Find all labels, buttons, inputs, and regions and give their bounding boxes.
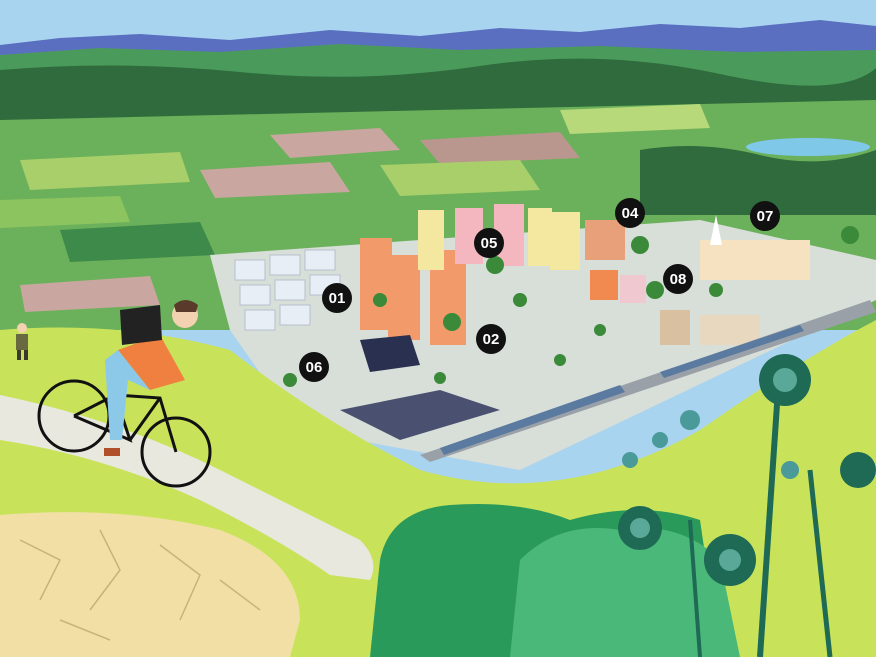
rock-cracks xyxy=(19,529,261,641)
marker-04-label: 04 xyxy=(622,205,639,222)
field-pink-1 xyxy=(270,128,400,158)
solar-roofs xyxy=(340,335,500,440)
field-pink-3 xyxy=(420,132,580,164)
marker-07-label: 07 xyxy=(757,208,774,225)
town-trees xyxy=(283,226,859,387)
cracked-rock xyxy=(0,512,300,657)
bike-path xyxy=(0,395,374,580)
marker-06[interactable]: 06 xyxy=(299,352,329,382)
walker-figure xyxy=(16,323,28,360)
right-forest xyxy=(640,146,876,215)
field-pink-4 xyxy=(20,276,160,312)
train-2 xyxy=(660,325,804,378)
foreground-flowers xyxy=(618,354,876,657)
marker-08-label: 08 xyxy=(670,271,687,288)
marker-04[interactable]: 04 xyxy=(615,198,645,228)
marker-05-label: 05 xyxy=(481,235,498,252)
field-dark-1 xyxy=(60,222,215,262)
marker-06-label: 06 xyxy=(306,359,323,376)
marker-01[interactable]: 01 xyxy=(322,283,352,313)
field-light-1 xyxy=(20,152,190,190)
foreground-shrubs-light xyxy=(510,528,740,657)
marker-01-label: 01 xyxy=(329,290,346,307)
marker-07[interactable]: 07 xyxy=(750,201,780,231)
houses-cluster-left xyxy=(234,249,341,331)
marker-05[interactable]: 05 xyxy=(474,228,504,258)
field-light-2 xyxy=(380,160,540,196)
train xyxy=(440,385,625,455)
marker-02[interactable]: 02 xyxy=(476,324,506,354)
lake xyxy=(746,138,870,156)
field-light-4 xyxy=(0,196,130,228)
field-light-3 xyxy=(560,104,710,134)
marker-08[interactable]: 08 xyxy=(663,264,693,294)
field-pink-2 xyxy=(200,162,350,198)
cyclist xyxy=(37,300,212,488)
old-town-right xyxy=(585,215,810,345)
marker-02-label: 02 xyxy=(483,331,500,348)
